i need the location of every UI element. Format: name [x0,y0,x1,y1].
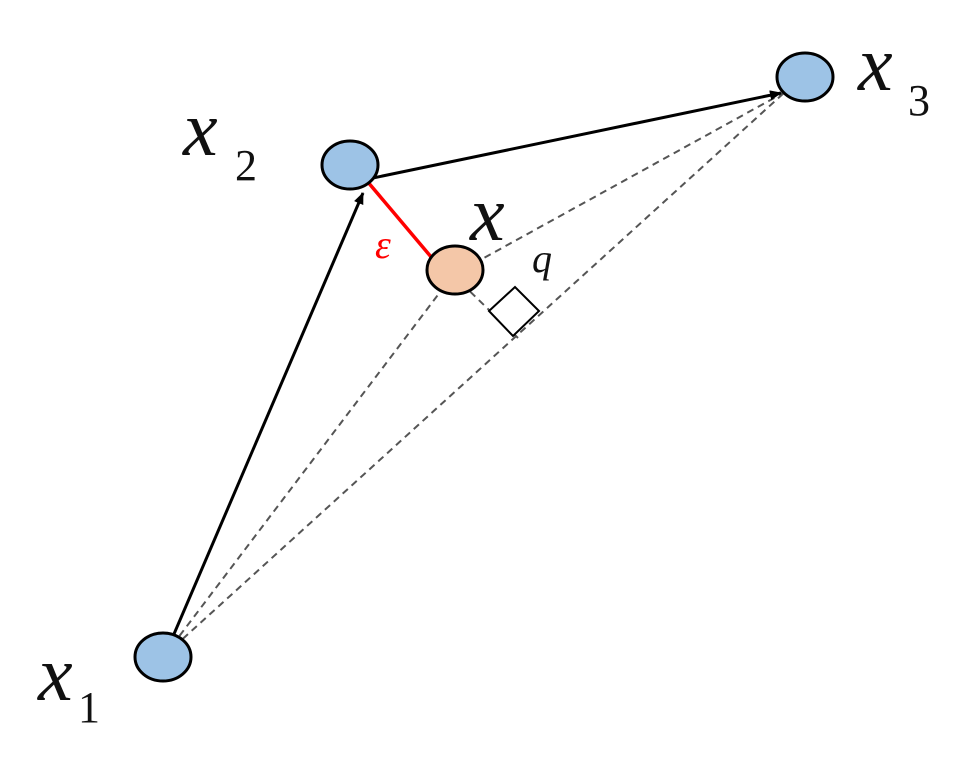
label-q: q [532,236,552,281]
label-x: x [469,170,505,257]
label-x3-sub: 3 [908,76,930,125]
node-x [425,244,485,296]
arrow-x1-x2 [163,192,365,656]
node-x1 [133,631,193,683]
dashed-x1-x3 [164,91,786,656]
node-x2 [320,139,380,191]
label-x2-sub: 2 [235,141,257,190]
label-x1-sub: 1 [78,683,100,732]
label-epsilon: ε [375,222,391,267]
arrow-x2-x3 [348,90,782,185]
dashed-x-x3 [452,91,786,276]
label-x3: x [857,20,893,107]
dashed-x1-x [164,274,454,656]
epsilon-line [365,179,434,260]
label-x1: x [37,630,73,717]
label-x2: x [182,85,218,172]
right-angle-marker [487,285,541,338]
node-x3 [775,51,835,103]
